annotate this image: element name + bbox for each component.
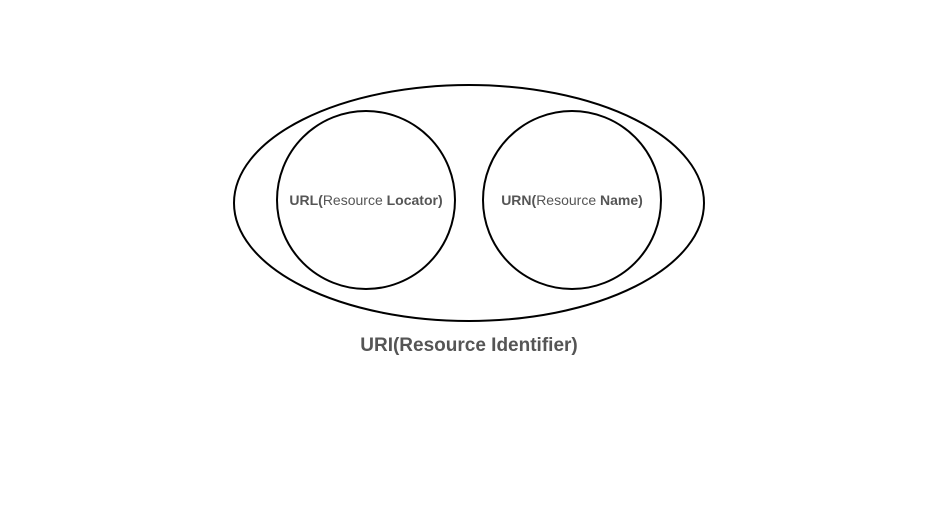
- urn-label-name: Name): [600, 192, 643, 208]
- url-label-acronym: URL(: [289, 192, 323, 208]
- url-label-resource: Resource: [323, 192, 387, 208]
- url-label: URL(Resource Locator): [289, 192, 442, 208]
- url-circle: [276, 110, 456, 290]
- urn-label-resource: Resource: [536, 192, 600, 208]
- uri-ellipse: [233, 84, 705, 322]
- urn-label: URN(Resource Name): [501, 192, 643, 208]
- urn-circle: [482, 110, 662, 290]
- url-label-locator: Locator): [387, 192, 443, 208]
- urn-label-acronym: URN(: [501, 192, 536, 208]
- uri-label: URI(Resource Identifier): [360, 335, 577, 356]
